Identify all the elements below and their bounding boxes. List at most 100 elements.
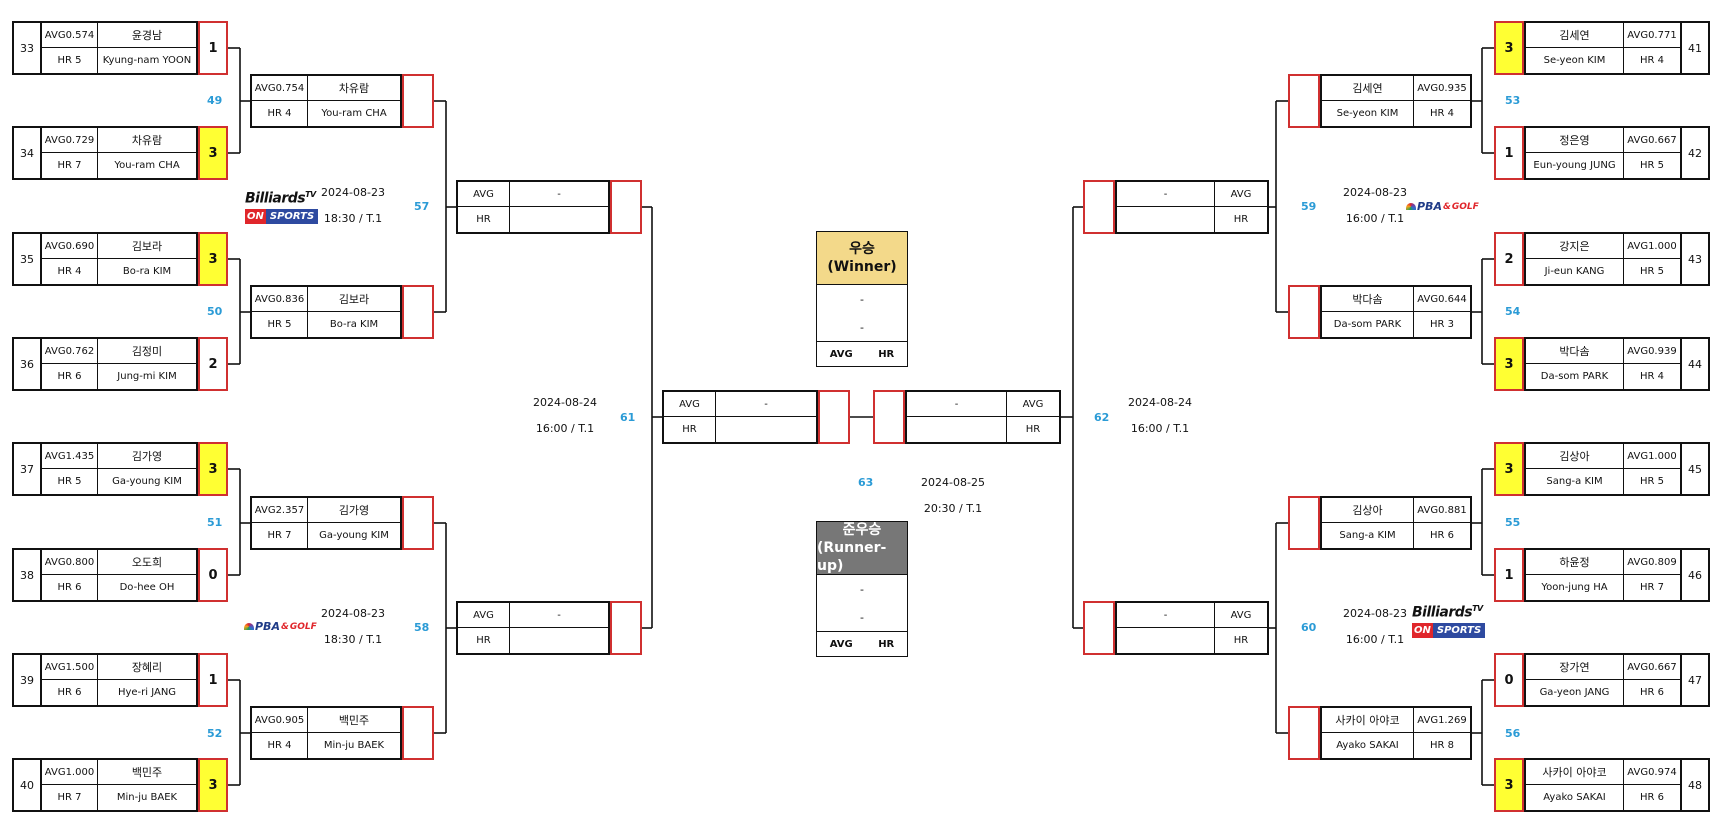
player-name-en: Yoon-jung HA	[1526, 575, 1624, 600]
tbd-avg: AVG	[458, 603, 510, 628]
match-schedule: 2024-08-24 16:00 / T.1	[1115, 390, 1205, 442]
score-cell: 1	[198, 653, 228, 707]
winner-title-ko: 우승	[849, 241, 875, 257]
seed-number: 46	[1682, 548, 1710, 602]
score-cell-empty	[873, 390, 905, 444]
winner-footer: AVG HR	[817, 341, 907, 366]
tbd-row: AVG-HR	[456, 601, 610, 655]
player-name-en: Se-yeon KIM	[1526, 48, 1624, 73]
tbd-name: -	[1117, 603, 1215, 628]
score-cell-empty	[402, 706, 434, 760]
player-name-en: Sang-a KIM	[1322, 523, 1414, 548]
player-name-ko: 김세연	[1322, 76, 1414, 101]
player-hr: HR 7	[252, 523, 308, 548]
tbd-name: -	[1117, 182, 1215, 207]
schedule-time: 16:00 / T.1	[1345, 212, 1405, 225]
runnerup-title-ko: 준우승	[842, 522, 882, 538]
golf-text: GOLF	[1451, 201, 1479, 212]
tbd-row: AVG-HR	[456, 180, 610, 234]
player-name-en: Kyung-nam YOON	[102, 55, 192, 66]
player-name-ko: 박다솜	[1526, 339, 1624, 364]
tbd-name: -	[510, 182, 608, 207]
runnerup-title: 준우승 (Runner-up)	[817, 522, 907, 575]
seed-number: 43	[1682, 232, 1710, 286]
billiards-wordmark: BilliardsTV	[245, 187, 317, 207]
player-name-ko: 김정미	[98, 339, 196, 364]
tbd-name: -	[716, 392, 816, 417]
schedule-time: 16:00 / T.1	[1345, 633, 1405, 646]
player-avg: AVG0.771	[1624, 23, 1680, 48]
player-avg: AVG2.357	[252, 498, 308, 523]
player-name-ko: 차유람	[98, 128, 196, 153]
player-hr: HR 4	[252, 733, 308, 758]
schedule-time: 16:00 / T.1	[1130, 422, 1190, 435]
sports-text: SPORTS	[265, 208, 319, 224]
player-avg: AVG0.935	[1414, 76, 1470, 101]
winner-line-2: -	[860, 320, 864, 334]
player-hr: HR 8	[1429, 740, 1454, 751]
score-cell: 3	[1494, 758, 1524, 812]
schedule-date: 2024-08-24	[1128, 396, 1192, 409]
tbd-hr: HR	[458, 207, 510, 232]
player-avg: AVG1.269	[1414, 708, 1470, 733]
score-cell: 3	[1494, 337, 1524, 391]
player-hr: HR 7	[42, 153, 98, 178]
schedule-date: 2024-08-23	[1343, 607, 1407, 620]
winner-box: 우승 (Winner) - - AVG HR	[816, 231, 908, 367]
tbd-avg: AVG	[1215, 603, 1267, 628]
match-number: 60	[1301, 621, 1317, 634]
player-name-ko: 김가영	[308, 498, 400, 523]
match-number: 53	[1505, 94, 1521, 107]
winner-line-1: -	[860, 292, 864, 306]
peacock-icon	[1406, 203, 1416, 210]
player-name-en: Bo-ra KIM	[122, 266, 172, 277]
runnerup-avg: AVG	[829, 638, 853, 650]
player-name-en: Min-ju BAEK	[323, 740, 385, 751]
player-avg: AVG1.435	[42, 444, 98, 469]
golf-text: GOLF	[289, 621, 317, 632]
seed-number: 33	[12, 21, 40, 75]
score-cell-empty	[1288, 74, 1320, 128]
schedule-time: 20:30 / T.1	[923, 502, 983, 515]
player-name-ko: 김상아	[1322, 498, 1414, 523]
player-name-en: Min-ju BAEK	[116, 792, 178, 803]
score-cell: 3	[198, 442, 228, 496]
player-name-ko: 정은영	[1526, 128, 1624, 153]
on-text: ON	[1412, 622, 1433, 638]
player-hr: HR 5	[252, 312, 308, 337]
player-avg: AVG0.800	[42, 550, 98, 575]
score-cell-empty	[1083, 180, 1115, 234]
match-number: 50	[207, 305, 223, 318]
seed-number: 47	[1682, 653, 1710, 707]
runnerup-box: 준우승 (Runner-up) - - AVG HR	[816, 521, 908, 657]
player-avg: AVG0.690	[42, 234, 98, 259]
player-avg: AVG0.667	[1624, 655, 1680, 680]
score-cell-empty	[1288, 285, 1320, 339]
player-hr: HR 4	[1639, 371, 1664, 382]
match-number: 63	[858, 476, 874, 489]
sports-text: SPORTS	[1432, 622, 1486, 638]
match-number: 57	[414, 200, 430, 213]
score-cell-empty	[1288, 496, 1320, 550]
tbd-name-en	[907, 417, 1007, 442]
player-name-en: Se-yeon KIM	[1322, 101, 1414, 126]
player-name-ko: 윤경남	[98, 23, 196, 48]
score-cell-empty	[610, 180, 642, 234]
tbd-name: -	[907, 392, 1007, 417]
score-cell: 1	[198, 21, 228, 75]
